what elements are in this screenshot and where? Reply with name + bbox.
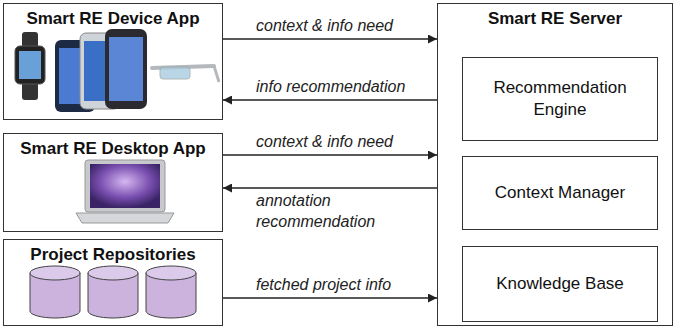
flow-label: context & info need [256, 16, 393, 37]
flow-label: info recommendation [256, 77, 405, 98]
glasses-temple [214, 66, 219, 82]
cylinder-top [146, 266, 196, 280]
component-label: Knowledge Base [496, 273, 624, 295]
server-container: Smart RE ServerRecommendation EngineCont… [437, 3, 673, 326]
watch-body [15, 46, 45, 84]
database-icons [30, 266, 196, 318]
panel-title: Smart RE Server [438, 4, 672, 29]
component-label: Context Manager [495, 182, 625, 204]
flow-label: context & info need [256, 132, 393, 153]
flow-arrow [223, 154, 437, 155]
panel-title: Project Repositories [4, 240, 222, 265]
flow-label: fetched project info [256, 275, 391, 296]
cylinder-top [88, 266, 138, 280]
glasses-lens [160, 67, 190, 79]
flow-arrow [223, 38, 437, 39]
smartwatch-icon [15, 32, 45, 100]
phone-screen [109, 37, 143, 101]
smart-glasses-icon [152, 66, 219, 82]
repository-panel: Project Repositories [3, 239, 223, 326]
laptop-base [76, 213, 174, 223]
watch-screen [19, 51, 41, 79]
client-app-panel: Smart RE Device App [3, 3, 223, 120]
component-box: Knowledge Base [462, 246, 658, 322]
cylinder-top [30, 266, 80, 280]
flow-arrow [223, 99, 437, 100]
database-cylinder [88, 266, 138, 318]
flow-label: annotation recommendation [256, 191, 396, 233]
panel-title: Smart RE Desktop App [4, 134, 222, 159]
database-cylinder [146, 266, 196, 318]
component-label: Recommendation Engine [480, 77, 640, 121]
component-box: Recommendation Engine [462, 57, 658, 141]
component-box: Context Manager [462, 156, 658, 230]
laptop-lid [85, 160, 165, 212]
database-cylinder [30, 266, 80, 318]
smartphones-icon [55, 29, 147, 112]
laptop-icon [76, 160, 174, 223]
flow-arrow [223, 297, 437, 298]
panel-title: Smart RE Device App [4, 4, 222, 29]
client-app-panel: Smart RE Desktop App [3, 133, 223, 232]
flow-arrow [223, 187, 437, 188]
laptop-screen [90, 164, 160, 208]
phone-body [105, 29, 147, 109]
